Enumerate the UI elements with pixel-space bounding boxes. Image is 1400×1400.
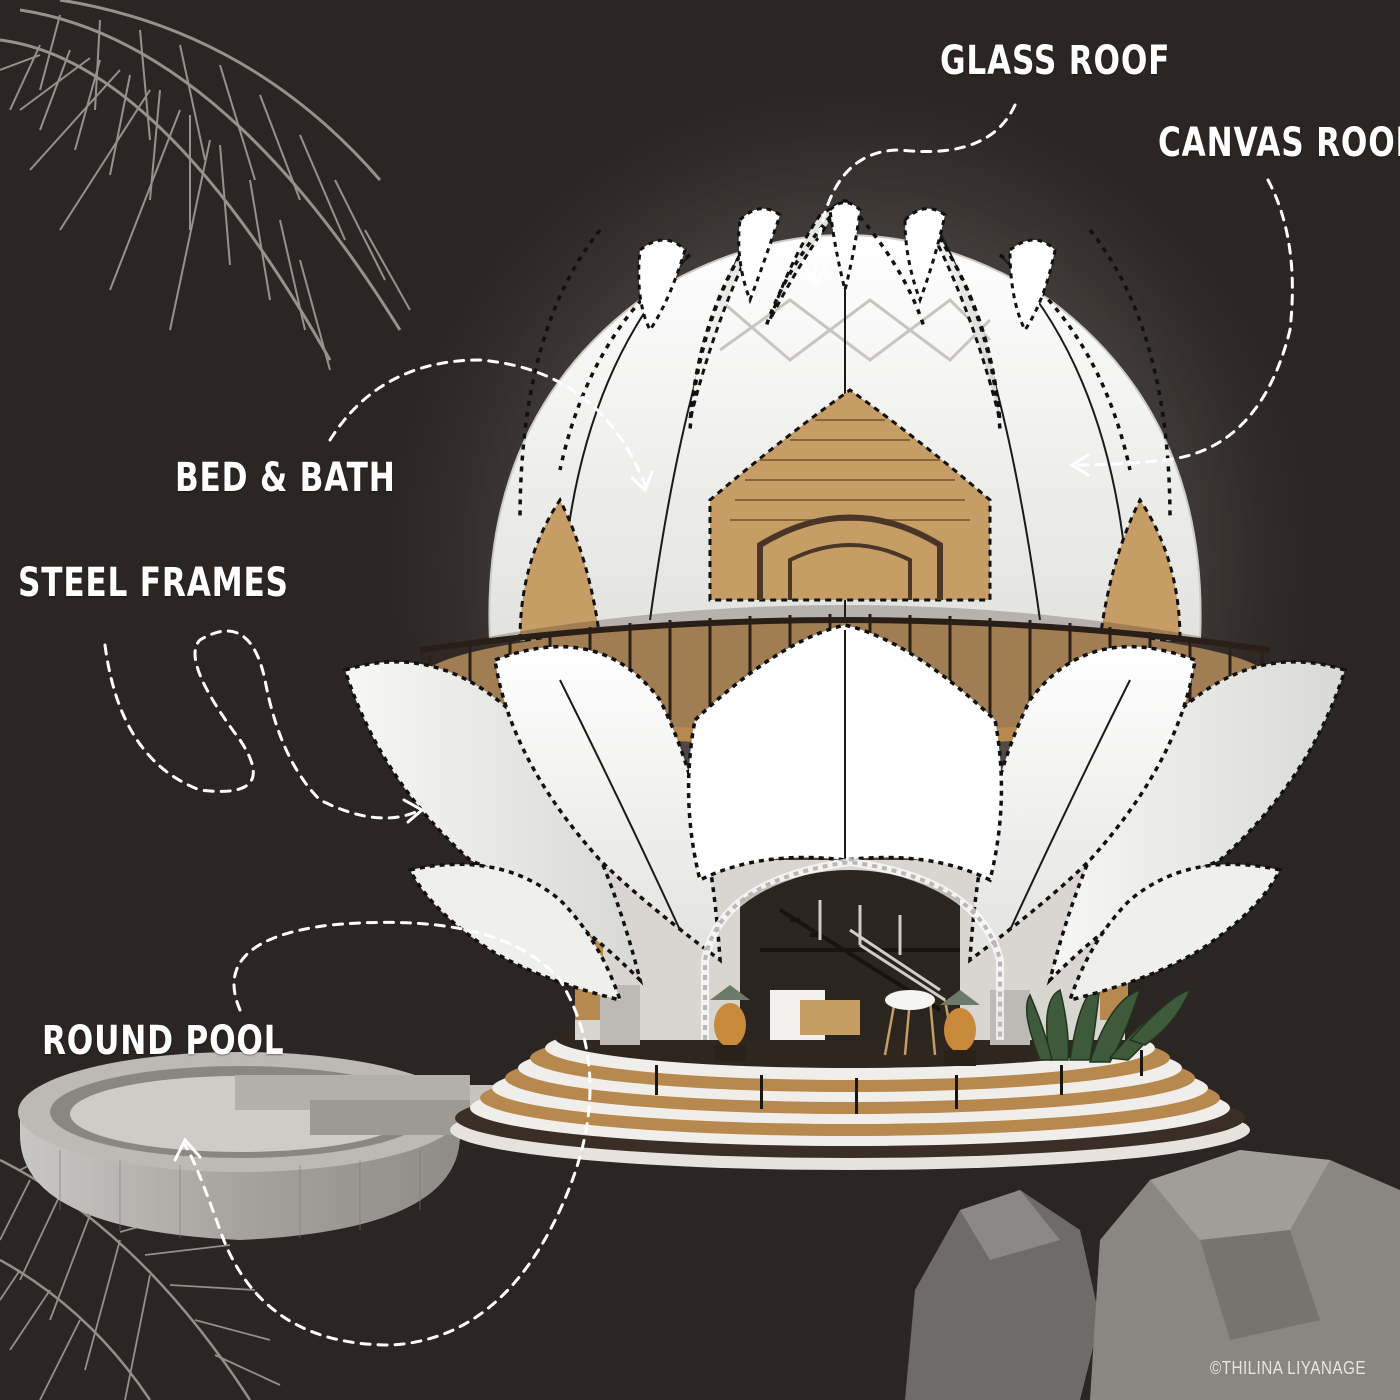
glass-roof-arrow — [813, 103, 1017, 282]
round-pool-arrow — [183, 920, 592, 1347]
palm-frond-icon — [0, 0, 411, 371]
label-bed-bath: BED & BATH — [175, 455, 396, 501]
arrowheads — [173, 266, 1090, 1162]
upper-dome — [488, 198, 1202, 642]
statue-icon — [940, 990, 980, 1066]
statue-icon — [710, 985, 750, 1061]
steel-frames-arrow — [103, 629, 422, 820]
bed-bath-arrow — [328, 358, 647, 487]
annotation-arrows — [103, 103, 1294, 1347]
rock-icon — [905, 1150, 1400, 1400]
label-steel-frames: STEEL FRAMES — [18, 560, 289, 606]
credit-text: ©THILINA LIYANAGE — [1210, 1358, 1366, 1378]
lower-steel-ribs — [559, 630, 1131, 931]
label-round-pool: ROUND POOL — [42, 1018, 285, 1064]
plant-icon — [1025, 984, 1192, 1063]
canvas-roof-arrow — [1073, 178, 1294, 467]
label-glass-roof: GLASS ROOF — [940, 38, 1171, 84]
stepped-platform — [450, 1008, 1250, 1170]
label-canvas-roof: CANVAS ROOF — [1158, 120, 1400, 166]
